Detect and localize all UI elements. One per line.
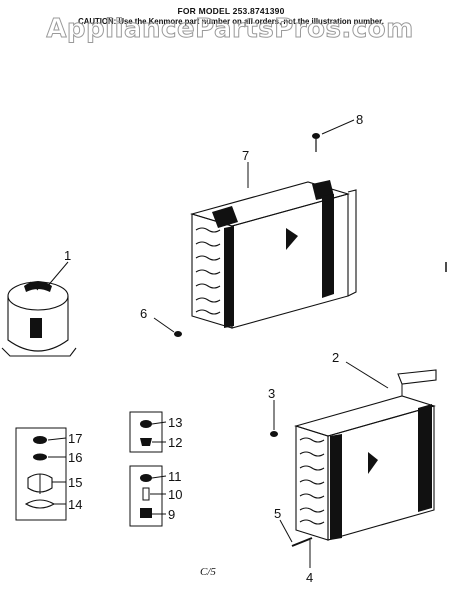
- callout-11: 11: [168, 469, 182, 484]
- callout-12: 12: [168, 435, 182, 450]
- screw-6-icon: [174, 331, 182, 337]
- callout-1: 1: [64, 248, 71, 263]
- callout-labels: 1 2 3 4 5 6 7 8 9 10 11 12 13 14 15 16 1…: [64, 112, 363, 585]
- tube-5-icon: [291, 537, 313, 547]
- watermark: AppliancePartsPros.com: [46, 14, 414, 45]
- callout-13: 13: [168, 415, 182, 430]
- caution-line: CAUTION: Use the Kenmore part number on …: [78, 17, 384, 26]
- callout-16: 16: [68, 450, 82, 465]
- kit-box-9-11: [129, 465, 163, 527]
- callout-8: 8: [356, 112, 363, 127]
- screw-8-icon: [312, 133, 320, 152]
- kit-box-14-17: [15, 427, 67, 521]
- model-line: FOR MODEL 253.8741390: [177, 6, 285, 16]
- callout-5: 5: [274, 506, 281, 521]
- kit-box-12-13: [129, 411, 163, 453]
- callout-9: 9: [168, 507, 175, 522]
- diagram-header: FOR MODEL 253.8741390 CAUTION: Use the K…: [0, 6, 462, 26]
- screw-3-icon: [270, 431, 278, 437]
- evaporator-coil-icon: [190, 180, 357, 329]
- callout-4: 4: [306, 570, 313, 585]
- callout-14: 14: [68, 497, 82, 512]
- leader-lines: [45, 119, 389, 568]
- compressor-icon: [1, 281, 77, 357]
- callout-10: 10: [168, 487, 182, 502]
- condenser-coil-icon: [294, 369, 437, 541]
- page-code: C/5: [200, 566, 216, 578]
- callout-6: 6: [140, 306, 147, 321]
- callout-7: 7: [242, 148, 249, 163]
- callout-15: 15: [68, 475, 82, 490]
- callout-3: 3: [268, 386, 275, 401]
- callout-17: 17: [68, 431, 82, 446]
- callout-2: 2: [332, 350, 339, 365]
